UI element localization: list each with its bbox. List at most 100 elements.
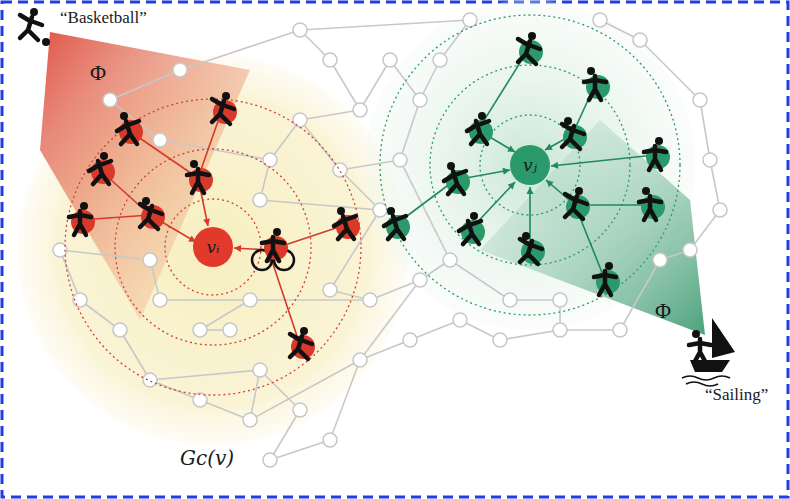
graph-edge [110, 70, 180, 100]
graph-edge [180, 30, 300, 70]
icon-head [587, 67, 595, 75]
center-vertex: vⱼ [510, 145, 550, 185]
graph-vertex [703, 153, 717, 167]
graph-vertex [393, 153, 407, 167]
graph-edge [270, 410, 300, 460]
sport-icons [20, 8, 735, 386]
graph-vertex [173, 63, 187, 77]
graph-edge [120, 330, 150, 380]
graph-edge [400, 100, 420, 160]
graph-vertex [593, 13, 607, 27]
graph-edge [270, 440, 330, 460]
arrow-line [551, 155, 655, 166]
graph-edge [300, 20, 470, 30]
graph-vertex [323, 53, 337, 67]
icon-disc [141, 205, 165, 229]
phi-symbol: Φ [90, 60, 106, 86]
graph-edge [700, 100, 710, 160]
graph-edge [160, 299, 250, 301]
graph-edge [330, 210, 380, 290]
graph-edge [620, 260, 660, 330]
graph-vertex [293, 23, 307, 37]
icon-head [478, 112, 486, 120]
arrow-head [551, 162, 558, 169]
icon-body [584, 76, 606, 100]
icon-disc [21, 16, 45, 40]
arrow-head [546, 180, 554, 187]
graph-vertex [383, 53, 397, 67]
graph-vertex [413, 93, 427, 107]
class-label: “Basketball” [60, 8, 147, 28]
icon-head [447, 162, 455, 170]
message-arrows [80, 50, 655, 345]
class-label: “Sailing” [705, 385, 768, 405]
icon-body [459, 221, 481, 244]
icon-head [605, 262, 613, 270]
graph-vertex [433, 53, 447, 67]
graph-edge [330, 60, 360, 110]
icon-head [387, 207, 395, 215]
phi-symbol: Φ [655, 298, 671, 324]
icon-head [273, 228, 281, 236]
icon-body [520, 239, 542, 264]
graph-vertex [143, 253, 157, 267]
icon-head [80, 202, 88, 210]
arrow-head [234, 245, 241, 252]
graph-vertex [493, 333, 507, 347]
graph-vertex [223, 323, 237, 337]
icon-disc [563, 125, 587, 149]
graph-edge [300, 110, 360, 120]
graph-vertex [713, 203, 727, 217]
icon-body [644, 146, 666, 170]
graph-vertex [263, 153, 277, 167]
graph-edge [250, 360, 360, 420]
graph-edge [150, 370, 260, 380]
icon-head [528, 32, 536, 40]
icon-body [689, 339, 711, 363]
graph-vertex [453, 313, 467, 327]
graph-edge [200, 400, 250, 420]
graph-vertex [253, 363, 267, 377]
graph-edge [500, 330, 560, 340]
icon-body [565, 194, 587, 219]
icon-disc [566, 195, 590, 219]
graph-vertex [363, 293, 377, 307]
icon-body [69, 211, 91, 235]
graph-vertex [293, 403, 307, 417]
graph-edge [260, 200, 380, 210]
icon-head [337, 207, 345, 215]
graph-vertex [353, 353, 367, 367]
icon-body [639, 196, 661, 220]
graph-vertex [553, 293, 567, 307]
icon-body [594, 271, 616, 295]
icon-head [190, 160, 198, 168]
icon-body [384, 216, 406, 239]
waves [682, 376, 730, 386]
graph-vertex [193, 323, 207, 337]
graph-edge [260, 370, 300, 410]
icon-body [212, 99, 234, 124]
graph-vertex [323, 433, 337, 447]
graph-edge [60, 250, 80, 300]
graph-vertex [113, 323, 127, 337]
arrow-head [203, 218, 210, 226]
icon-head [655, 137, 663, 145]
graph-vertex [353, 103, 367, 117]
icon-body [518, 39, 540, 64]
arrow-head [502, 168, 510, 175]
background-graph [53, 13, 727, 467]
graph-vertex [553, 323, 567, 337]
graph-edge [360, 60, 390, 110]
graph-vertex [403, 333, 417, 347]
graph-edge [250, 299, 370, 301]
icon-body [140, 204, 162, 229]
icon-head [222, 92, 230, 100]
right-hop-rings [380, 15, 680, 315]
arrow-head [545, 144, 553, 150]
graph-vertex [333, 163, 347, 177]
graph-vertex [153, 133, 167, 147]
graph-vertex [323, 283, 337, 297]
graph-edge [330, 360, 360, 440]
icon-body [562, 124, 584, 149]
